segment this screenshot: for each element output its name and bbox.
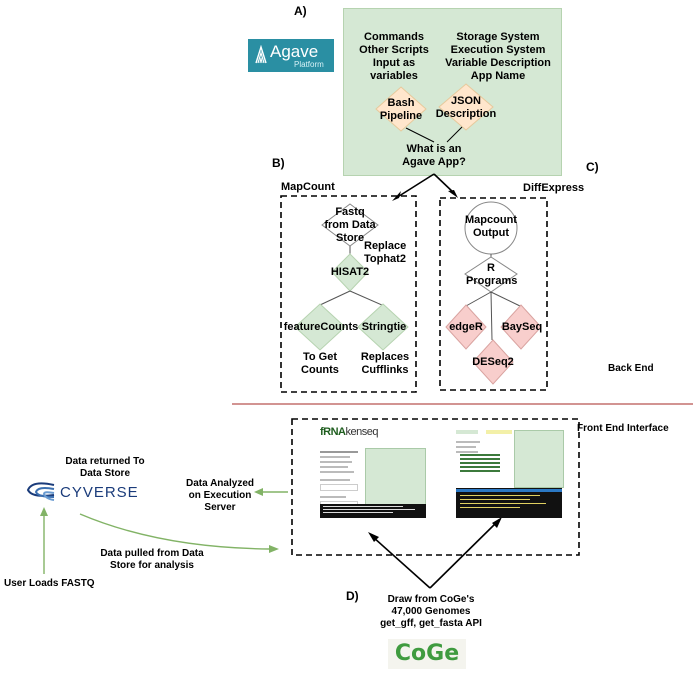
- mapcount-box: [280, 195, 417, 393]
- r-programs-label: R Programs: [466, 262, 518, 287]
- coge-logo: CoGe: [388, 639, 466, 669]
- app-screenshot-left: fRNAkenseq: [320, 426, 430, 518]
- hisat-to-stringtie-edge: [349, 290, 383, 306]
- r-to-bayseq-edge: [490, 291, 521, 307]
- stringtie-diamond: [357, 303, 409, 351]
- app-right-checklist: [460, 452, 510, 474]
- commands-text: Commands Other Scripts Input as variable…: [359, 31, 429, 82]
- mapcount-output-label: Mapcount Output: [465, 214, 517, 239]
- edger-label: edgeR: [449, 321, 483, 333]
- json-description-diamond: [438, 83, 494, 131]
- cyverse-to-frontend-arrow: [79, 513, 271, 550]
- fastq-label: Fastq from Data Store: [324, 206, 376, 244]
- question-to-mapcount-arrow: [395, 173, 435, 199]
- app-left-green-panel: [365, 448, 426, 508]
- cyverse-logo-text: CYVERSE: [60, 484, 139, 501]
- r-to-deseq2-edge: [490, 291, 493, 341]
- json-description-label: JSON Description: [435, 95, 497, 120]
- user-loads-label: User Loads FASTQ: [4, 578, 95, 589]
- app-title-prefix: fRNA: [320, 426, 346, 438]
- replace-tophat-note: Replace Tophat2: [364, 240, 407, 265]
- bash-pipeline-diamond: [375, 86, 427, 132]
- agave-mark-icon: [254, 44, 268, 65]
- app-left-terminal: [320, 504, 426, 518]
- panel-label-b: B): [272, 156, 285, 170]
- agave-logo-word: Agave: [270, 42, 319, 61]
- edger-diamond: [445, 304, 487, 350]
- front-end-box: [291, 418, 580, 556]
- r-to-edger-edge: [465, 291, 492, 307]
- stringtie-label: Stringtie: [361, 321, 407, 333]
- coge-draw-text: Draw from CoGe's 47,000 Genomes get_gff,…: [380, 594, 482, 629]
- hisat-to-featurecounts-edge: [319, 290, 351, 306]
- app-right-terminal: [456, 488, 562, 518]
- panel-label-c: C): [586, 160, 599, 174]
- cyverse-swoosh-icon: [24, 480, 58, 509]
- app-title: fRNAkenseq: [320, 426, 378, 438]
- json-to-question-arrow: [446, 126, 463, 143]
- app-title-suffix: kenseq: [345, 426, 379, 438]
- app-screenshot-right: [456, 430, 566, 490]
- featurecounts-diamond: [294, 303, 346, 351]
- coge-to-app2-arrow: [429, 521, 498, 589]
- data-returned-label: Data returned To Data Store: [65, 456, 145, 479]
- deseq2-diamond: [472, 339, 514, 385]
- panel-label-a: A): [294, 4, 307, 18]
- storage-text: Storage System Execution System Variable…: [445, 31, 551, 82]
- bash-to-question-arrow: [405, 127, 435, 143]
- front-end-label: Front End Interface: [577, 423, 669, 434]
- agave-question: What is an Agave App?: [402, 143, 466, 168]
- bayseq-label: BaySeq: [501, 321, 543, 333]
- bash-pipeline-label: Bash Pipeline: [379, 97, 423, 122]
- replaces-cufflinks-label: Replaces Cufflinks: [360, 351, 410, 376]
- deseq2-label: DESeq2: [472, 356, 514, 368]
- hisat2-label: HISAT2: [330, 266, 370, 278]
- agave-app-box: [343, 8, 562, 176]
- panel-label-d: D): [346, 589, 359, 603]
- diffexpress-box: [439, 197, 548, 391]
- app-right-green-panel: [514, 430, 564, 488]
- mapcount-title: MapCount: [281, 181, 335, 193]
- agave-logo: Agave Platform: [248, 39, 334, 72]
- coge-to-app1-arrow: [372, 536, 431, 589]
- back-end-label: Back End: [608, 363, 654, 374]
- agave-logo-sub: Platform: [294, 60, 324, 69]
- app-left-form: [320, 448, 362, 508]
- featurecounts-label: featureCounts: [283, 321, 359, 333]
- bayseq-diamond: [500, 304, 542, 350]
- cyverse-logo: CYVERSE: [24, 480, 154, 506]
- diffexpress-title: DiffExpress: [523, 182, 585, 194]
- to-get-counts-label: To Get Counts: [301, 351, 339, 376]
- data-pulled-label: Data pulled from Data Store for analysis: [100, 548, 204, 571]
- data-analyzed-label: Data Analyzed on Execution Server: [186, 478, 254, 513]
